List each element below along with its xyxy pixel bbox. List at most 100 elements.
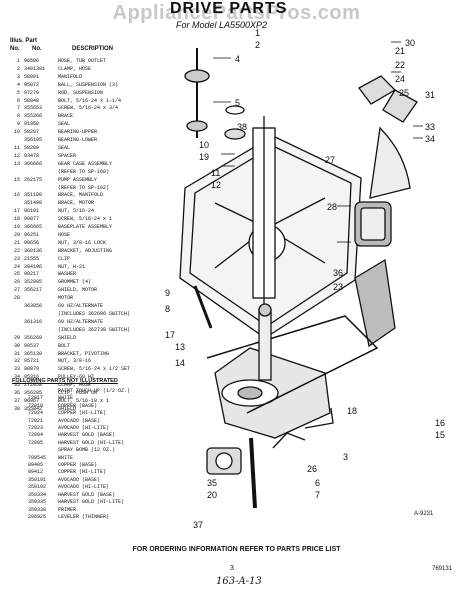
part-number: 97270 xyxy=(24,89,40,96)
part-illus-no xyxy=(8,311,20,319)
part-description: BRACE, MOTOR xyxy=(58,200,95,207)
part-description: ROD, SUSPENSION xyxy=(58,89,104,96)
part-description: BRACKET, PIVOTING xyxy=(58,350,110,357)
part-number: 96101 xyxy=(24,208,40,215)
part-description: BRACKET, ADJUSTING xyxy=(58,247,113,254)
callout-number: 9 xyxy=(165,288,170,298)
part-illus-no xyxy=(8,185,20,193)
part-description: PULLEY-60 HZ xyxy=(58,374,95,381)
part-description: SCREW, 5/16-24 x 1 xyxy=(58,216,113,223)
callout-number: 15 xyxy=(435,430,445,440)
part-description: HOSE xyxy=(58,231,71,238)
callout-number: 19 xyxy=(199,152,209,162)
page-title: DRIVE PARTS xyxy=(170,0,288,17)
watermark: AppliancePartsPros.com xyxy=(112,2,361,24)
part-number: 352995 xyxy=(24,279,43,286)
callout-number: 8 xyxy=(165,304,170,314)
part-description: NUT, H-21 xyxy=(58,263,86,270)
part-illus-no: 7 xyxy=(16,105,20,112)
touchup-part-number: 350338 xyxy=(28,506,47,513)
touchup-part-number: 206925 xyxy=(28,513,47,520)
part-description: GEAR CASE ASSEMBLY xyxy=(58,160,113,167)
col-no-header: No. xyxy=(10,46,20,52)
touchup-description: AVOCADO (HI-LITE) xyxy=(58,425,110,432)
part-number: 351498 xyxy=(24,200,43,207)
callout-number: 13 xyxy=(175,342,185,352)
touchup-row: SPRAY BOMB (12 OZ.) xyxy=(8,447,148,454)
part-number: 96586 xyxy=(24,58,40,64)
callout-number: 2 xyxy=(255,40,260,50)
touchup-description: COPPER (HI-LITE) xyxy=(58,469,107,476)
not-illustrated-header: FOLLOWING PARTS NOT ILLUSTRATED xyxy=(12,378,118,384)
callout-number: 17 xyxy=(165,330,175,340)
callout-number: 34 xyxy=(425,134,435,144)
part-number: 90879 xyxy=(24,366,40,373)
part-number: 356260 xyxy=(24,334,43,341)
part-illus-no: 31 xyxy=(13,350,20,357)
callout-number: 28 xyxy=(327,202,337,212)
part-illus-no: 9 xyxy=(16,121,20,128)
touchup-description: LEVELER (THINNER) xyxy=(58,513,110,520)
callout-number: 4 xyxy=(235,54,240,64)
callout-number: 6 xyxy=(315,478,320,488)
touchup-part-number: 72024 xyxy=(28,410,44,417)
part-illus-no: 36 xyxy=(13,390,20,397)
diagram-code: A-9231 xyxy=(414,511,434,517)
part-illus-no: 37 xyxy=(13,397,20,404)
part-number: 58091 xyxy=(24,73,40,80)
part-illus-no: 11 xyxy=(13,144,20,151)
part-number: 363856 xyxy=(24,303,43,310)
callout-number: 14 xyxy=(175,358,185,368)
part-illus-no: 22 xyxy=(13,247,20,254)
part-description: SEAL xyxy=(58,121,71,128)
part-illus-no: 35 xyxy=(13,382,20,389)
part-description: (REFER TO SP-160) xyxy=(58,168,110,175)
part-illus-no xyxy=(8,169,20,177)
touchup-part-number: 72094 xyxy=(28,432,44,439)
model-subtitle: For Model LA5500XP2 xyxy=(176,20,268,30)
shield-panel xyxy=(354,258,396,348)
part-illus-no: 28 xyxy=(13,295,20,302)
part-number: 58048 xyxy=(24,97,40,104)
touchup-description: WHITE xyxy=(58,454,74,461)
part-description: PUMP ASSEMBLY xyxy=(58,176,98,183)
part-number: 361316 xyxy=(24,318,43,325)
part-number: 90217 xyxy=(24,271,40,278)
part-number: 262175 xyxy=(24,176,43,183)
part-illus-no xyxy=(8,319,20,327)
part-number xyxy=(20,311,58,319)
part-illus-no: 30 xyxy=(13,342,20,349)
touchup-description: HARVEST GOLD (HI-LITE) xyxy=(58,499,125,506)
part-description: (REFER TO SP-162) xyxy=(58,184,110,191)
touchup-row: PAINT TOUCH-UP (1/2 OZ.) xyxy=(8,388,148,395)
part-description: BOLT xyxy=(58,342,71,349)
callout-number: 1 xyxy=(255,28,260,38)
part-description: SHIELD, MOTOR xyxy=(58,287,98,294)
callout-number: 16 xyxy=(435,418,445,428)
illus-header: Illus. Part xyxy=(10,38,38,44)
